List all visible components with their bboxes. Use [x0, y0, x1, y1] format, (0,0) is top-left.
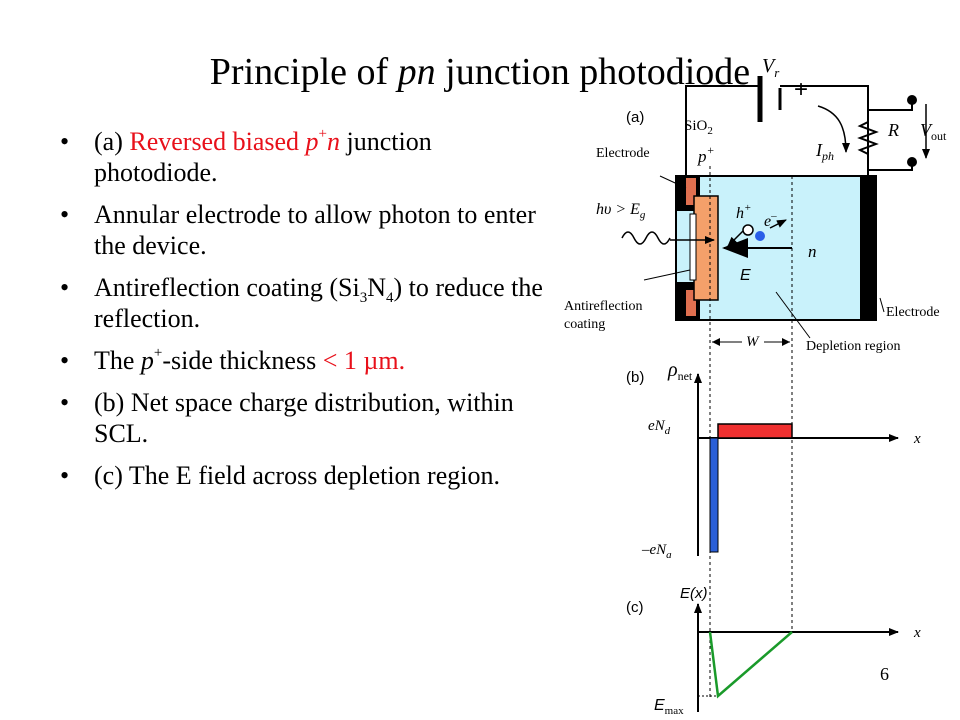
top-electrode-contact: [686, 178, 696, 205]
w-label: W: [746, 334, 760, 350]
vout-label: Vout: [920, 120, 947, 143]
antireflection-layer: [689, 213, 697, 281]
label-b: (b): [626, 369, 644, 386]
photon-label: hυ > Eg: [596, 201, 646, 221]
label-c: (c): [626, 599, 644, 616]
output-terminal-bottom: [907, 157, 917, 167]
plus-sign: +: [794, 76, 808, 103]
w-label-bg: [742, 332, 764, 350]
bias-circuit: [685, 76, 913, 178]
n-label: n: [808, 242, 817, 261]
hole-arrow: [727, 229, 745, 247]
ena-label: –eNa: [641, 542, 672, 561]
x-label-c: x: [913, 625, 921, 641]
output-terminal-top: [907, 95, 917, 105]
back-electrode: [860, 176, 876, 320]
r-label: R: [887, 120, 899, 140]
electron-dot: [755, 231, 765, 241]
antireflection-label: Antireflection: [564, 299, 643, 314]
w-arrows: [712, 338, 790, 346]
photon-wave: [621, 231, 671, 245]
bullet-item: (b) Net space charge distribution, withi…: [60, 387, 560, 449]
bullet-item: Annular electrode to allow photon to ent…: [60, 199, 560, 261]
p-plus-region: [693, 195, 719, 301]
rho-label: ρnet: [667, 359, 693, 383]
depletion-callout: [775, 291, 811, 339]
end-label: eNd: [648, 418, 671, 437]
electron-arrow: [769, 219, 787, 229]
coating-callout: [643, 269, 691, 281]
bullet-item: (c) The E field across depletion region.: [60, 460, 560, 491]
positive-charge-block: [717, 423, 793, 439]
electron-label: e–: [764, 210, 777, 230]
ex-label: E(x): [680, 585, 708, 602]
label-a: (a): [626, 109, 644, 126]
bottom-electrode-contact: [686, 290, 696, 316]
x-label-b: x: [913, 431, 921, 447]
hole-circle: [742, 224, 754, 236]
sio2-label: SiO2: [684, 118, 713, 137]
bullet-list: (a) Reversed biased p+n junction photodi…: [60, 126, 560, 502]
electrode-label-left: Electrode: [596, 146, 650, 161]
field-arrow-head: [722, 238, 748, 258]
right-electrode-callout: [879, 297, 885, 313]
bullet-item: Antireflection coating (Si3N4) to reduce…: [60, 272, 560, 334]
electrode-callout: [659, 175, 687, 189]
depletion-label: Depletion region: [806, 339, 900, 354]
emax-label: Emax: [654, 697, 684, 717]
negative-charge-block: [709, 437, 719, 553]
electrode-label-right: Electrode: [886, 305, 940, 320]
page-number: 6: [880, 664, 889, 684]
iph-label: Iph: [815, 140, 834, 163]
hole-label: h+: [736, 202, 751, 222]
bullet-item: The p+-side thickness < 1 µm.: [60, 345, 560, 376]
vr-label: Vr: [762, 55, 780, 80]
iph-arrow: [817, 105, 850, 153]
e-field-label: E: [740, 267, 751, 284]
p-plus-label: p+: [697, 143, 715, 166]
field-profile: [708, 631, 793, 699]
bullet-item: (a) Reversed biased p+n junction photodi…: [60, 126, 560, 188]
coating-label: coating: [564, 317, 605, 332]
